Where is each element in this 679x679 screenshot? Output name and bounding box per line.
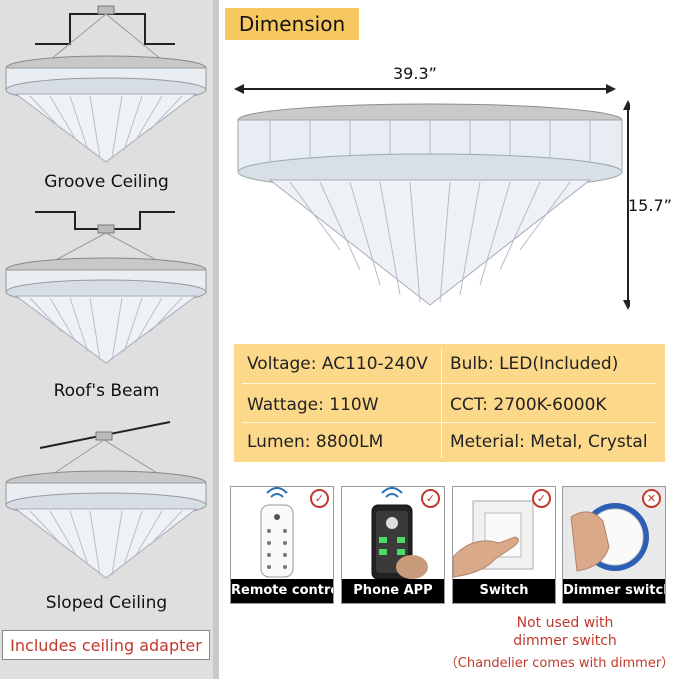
- mount-label-beam: Roof's Beam: [53, 381, 160, 401]
- dimension-title: Dimension: [225, 8, 359, 40]
- mount-sloped-ceiling: Sloped Ceiling: [0, 418, 213, 618]
- spec-row-divider: [242, 422, 657, 423]
- dimension-height-label: 15.7”: [628, 196, 672, 215]
- spec-wattage: Wattage: 110W: [247, 395, 379, 415]
- control-label-dimmer: Dimmer switch: [563, 579, 665, 603]
- dimmer-note-line1: Not used with: [516, 615, 614, 631]
- groove-ceiling-chandelier-icon: [5, 5, 207, 163]
- control-card-switch: ✓ Switch: [452, 486, 556, 604]
- spec-col-divider: [441, 348, 442, 458]
- check-icon: ✓: [421, 489, 440, 508]
- control-card-phone: ✓ Phone APP: [341, 486, 445, 604]
- control-label-phone: Phone APP: [342, 579, 444, 603]
- mount-groove-ceiling: Groove Ceiling: [0, 0, 213, 200]
- control-card-remote: ✓ Remote contro: [230, 486, 334, 604]
- wall-switch-icon: [453, 500, 534, 578]
- roofs-beam-chandelier-icon: [5, 211, 207, 364]
- control-card-dimmer: ✕ Dimmer switch: [562, 486, 666, 604]
- mount-label-sloped: Sloped Ceiling: [45, 593, 168, 613]
- spec-bulb: Bulb: LED(Included): [450, 354, 619, 374]
- dimension-width-label: 39.3”: [393, 64, 437, 83]
- remote-control-icon: [260, 487, 294, 578]
- panel-divider: [213, 0, 219, 679]
- control-label-remote: Remote contro: [231, 579, 333, 603]
- cross-icon: ✕: [642, 489, 661, 508]
- mount-label-groove: Groove Ceiling: [44, 172, 169, 192]
- control-label-switch: Switch: [453, 579, 555, 603]
- dimmer-note-line3: （Chandelier comes with dimmer）: [444, 656, 675, 671]
- spec-voltage: Voltage: AC110-240V: [247, 354, 428, 374]
- check-icon: ✓: [532, 489, 551, 508]
- spec-material: Meterial: Metal, Crystal: [450, 432, 648, 452]
- spec-table: Voltage: AC110-240V Bulb: LED(Included) …: [234, 344, 665, 462]
- spec-lumen: Lumen: 8800LM: [247, 432, 384, 452]
- check-icon: ✓: [310, 489, 329, 508]
- sloped-ceiling-chandelier-icon: [5, 421, 207, 579]
- chandelier-dimension-drawing: [234, 84, 630, 310]
- spec-cct: CCT: 2700K-6000K: [450, 395, 607, 415]
- ceiling-adapter-note: Includes ceiling adapter: [2, 630, 210, 660]
- mount-roofs-beam: Roof's Beam: [0, 205, 213, 405]
- phone-app-icon: [371, 487, 428, 580]
- spec-row-divider: [242, 383, 657, 384]
- dimmer-note-line2: dimmer switch: [513, 633, 617, 649]
